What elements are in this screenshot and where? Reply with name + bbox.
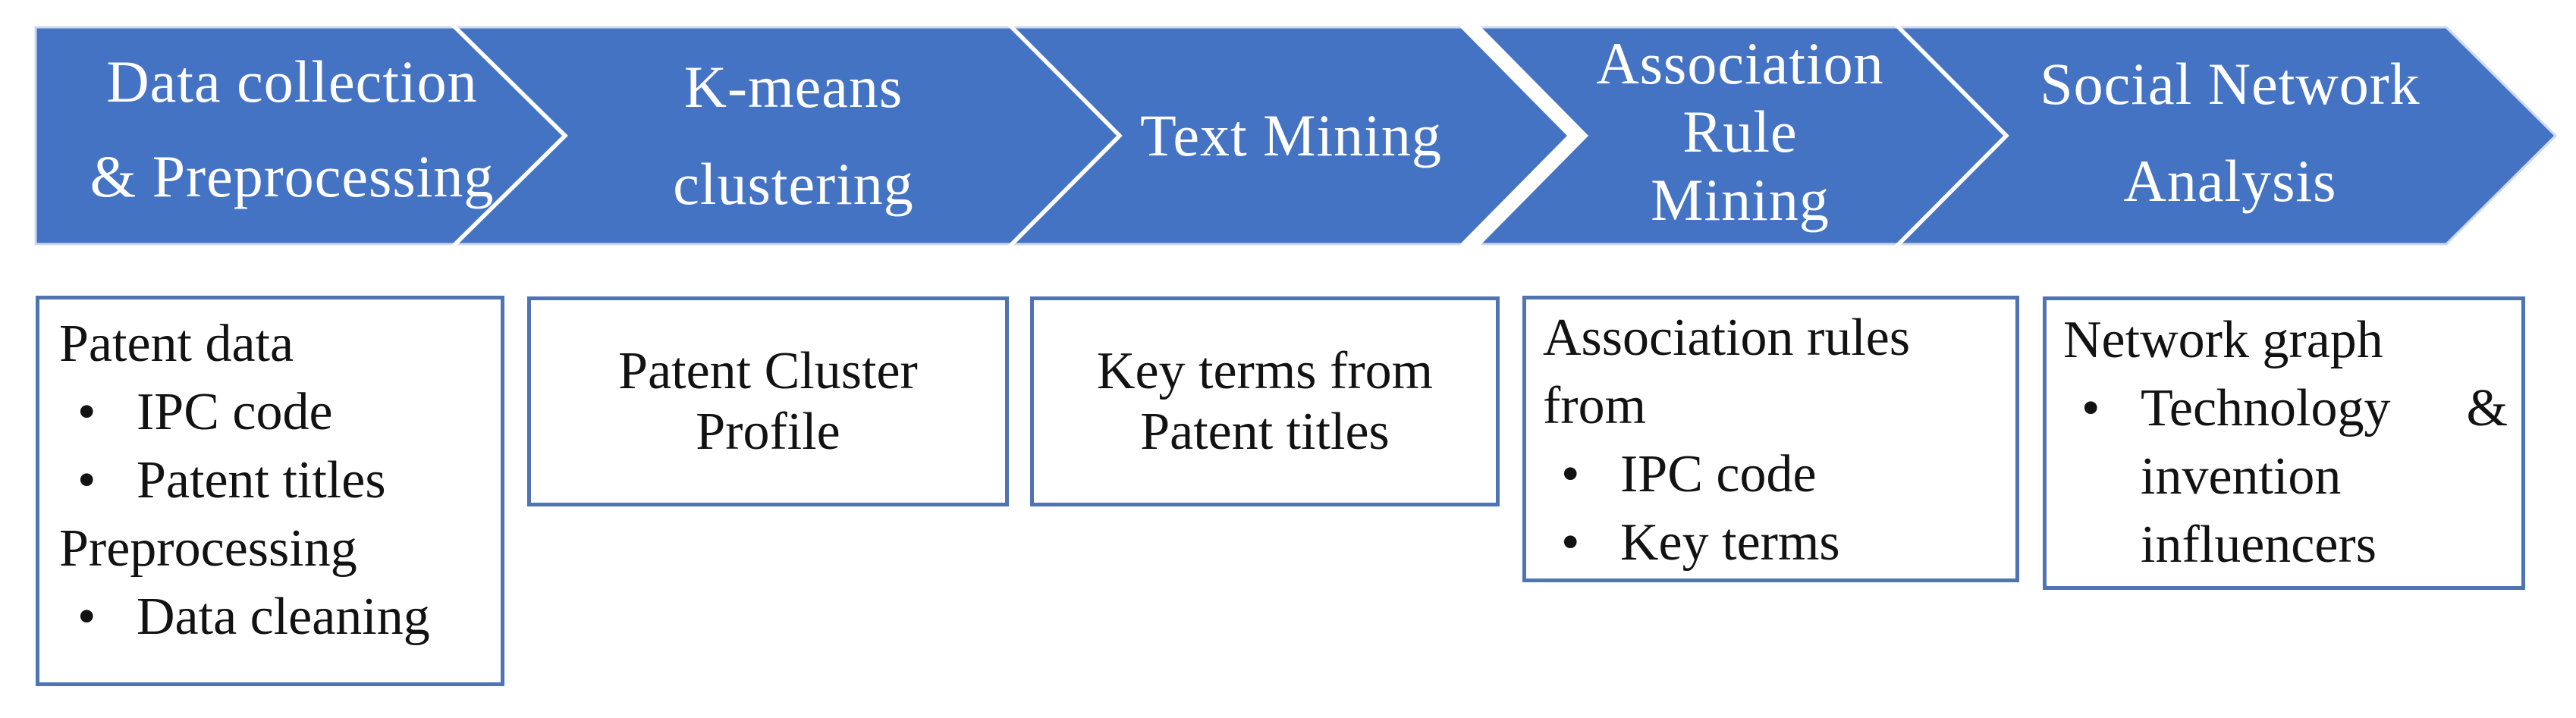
stage-separator-1	[451, 24, 568, 248]
box-text-line: Patent Cluster Profile	[618, 341, 918, 461]
stage-label-line: Association	[1596, 30, 1884, 96]
bullet-item: • Data cleaning	[59, 583, 485, 651]
stage-label-line: clustering	[673, 151, 914, 217]
stage-label-line: Mining	[1651, 167, 1830, 233]
bullet-text: Data cleaning	[137, 588, 430, 646]
bullet-marker: •	[77, 588, 96, 646]
bullet-item: • Patent titles	[59, 447, 485, 515]
box-text-line: Network graph	[2063, 311, 2383, 369]
stage-separator-3	[1459, 16, 1589, 256]
bullet-marker: •	[77, 451, 96, 509]
box-text-line: Key terms from Patent titles	[1096, 341, 1434, 461]
bullet-text: Patent titles	[137, 451, 386, 509]
box-text-line: Patent data	[59, 315, 294, 373]
bullet-text: Technology & invention influencers	[2141, 379, 2508, 574]
stage-separator-4	[1895, 24, 2009, 248]
stage-label-line: Rule	[1682, 99, 1798, 165]
stage-label-line: Analysis	[2123, 148, 2337, 214]
stage-separator-2	[1008, 24, 1123, 248]
bullet-marker: •	[1561, 513, 1580, 572]
bullet-text: IPC code	[137, 383, 333, 441]
bullet-item: • IPC code	[1543, 441, 2002, 509]
box-key-terms: Key terms from Patent titles	[1030, 296, 1500, 506]
box-association-rules-details: Association rules from • IPC code • Key …	[1522, 296, 2019, 582]
stage-data-collection-preprocessing: Data collection & Preprocessing	[64, 20, 520, 237]
box-text-line: Preprocessing	[59, 519, 357, 578]
stage-label-line: K-means	[683, 54, 903, 120]
box-text-line: Association rules from	[1543, 309, 1911, 435]
bullet-item: • Key terms	[1543, 509, 2002, 577]
bullet-marker: •	[2081, 379, 2100, 437]
chevron-band	[34, 26, 2558, 246]
stage-social-network-analysis: Social Network Analysis	[2003, 24, 2458, 241]
bullet-text: IPC code	[1620, 445, 1817, 503]
stage-text-mining: Text Mining	[1063, 27, 1519, 244]
stage-label-line: & Preprocessing	[90, 143, 495, 209]
bullet-item: • Technology & invention influencers	[2063, 375, 2508, 579]
stage-association-rule-mining: Association Rule Mining	[1528, 24, 1952, 240]
box-patent-cluster-profile: Patent Cluster Profile	[527, 296, 1009, 506]
bullet-item: • IPC code	[59, 378, 485, 447]
box-network-graph-details: Network graph • Technology & invention i…	[2043, 296, 2525, 590]
bullet-marker: •	[77, 383, 96, 441]
bullet-marker: •	[1561, 445, 1580, 503]
bullet-text: Key terms	[1620, 513, 1840, 572]
stage-label-line: Data collection	[106, 49, 478, 114]
stage-label-line: Social Network	[2040, 51, 2420, 117]
stage-kmeans-clustering: K-means clustering	[566, 27, 1021, 244]
stage-label-line: Text Mining	[1140, 102, 1442, 168]
box-data-collection-details: Patent data • IPC code • Patent titles P…	[36, 296, 504, 686]
